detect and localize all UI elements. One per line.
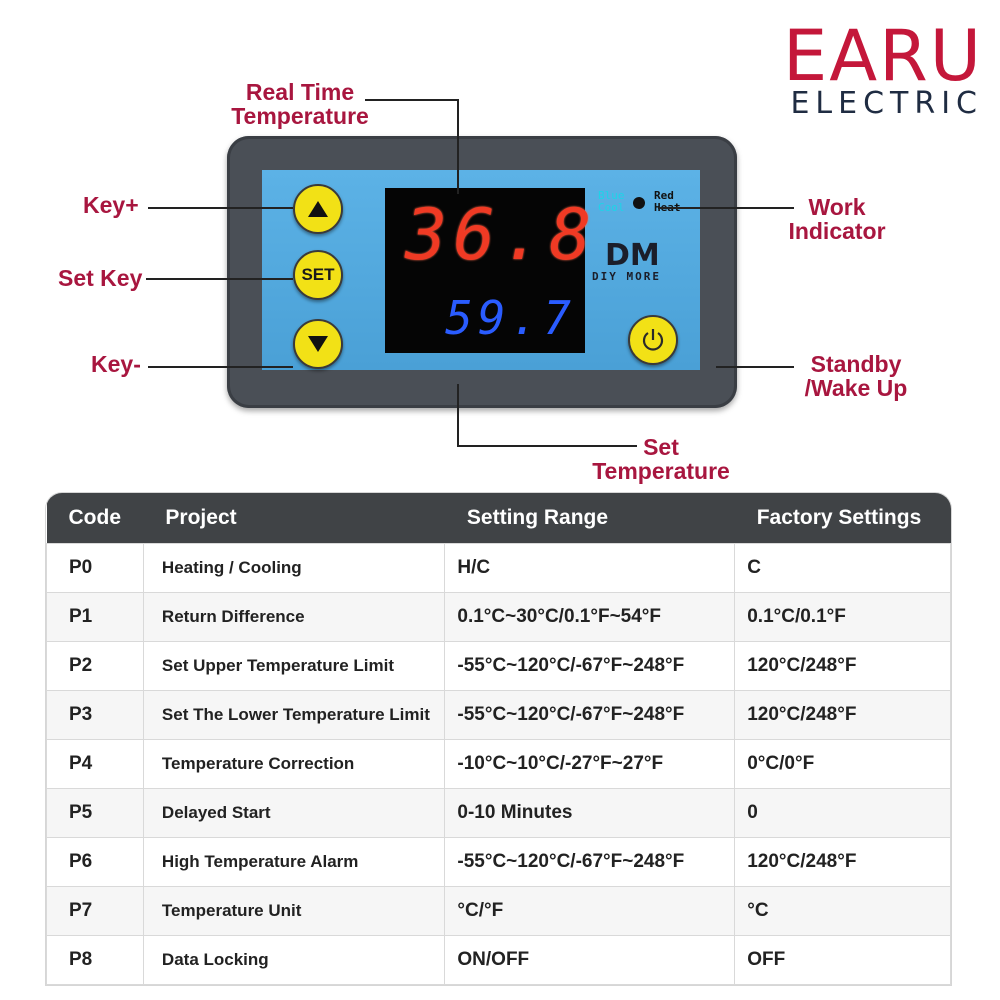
- cell-setting-range: -55°C~120°C/-67°F~248°F: [444, 837, 736, 887]
- cell-setting-range: 0-10 Minutes: [444, 788, 736, 838]
- diymore-logo: DM: [605, 238, 660, 273]
- cell-factory-setting: °C: [734, 886, 951, 936]
- cell-setting-range: ON/OFF: [444, 935, 736, 985]
- cell-project: High Temperature Alarm: [142, 837, 446, 887]
- cell-project: Data Locking: [142, 935, 446, 985]
- cell-setting-range: -55°C~120°C/-67°F~248°F: [444, 690, 736, 740]
- cell-project: Delayed Start: [142, 788, 446, 838]
- cell-factory-setting: 0°C/0°F: [734, 739, 951, 789]
- callout-line-set-temp-vertical: [457, 384, 459, 446]
- label-set-key: Set Key: [58, 265, 143, 291]
- label-standby-wake-up: Standby/Wake Up: [804, 351, 908, 401]
- triangle-down-icon: [308, 336, 328, 352]
- cell-factory-setting: 120°C/248°F: [734, 837, 951, 887]
- callout-line-real-time: [365, 99, 458, 101]
- callout-line-set-key: [146, 278, 293, 280]
- cell-project: Temperature Correction: [142, 739, 446, 789]
- cell-project: Heating / Cooling: [142, 543, 446, 593]
- cell-project: Set The Lower Temperature Limit: [142, 690, 446, 740]
- set-button-label: SET: [301, 265, 335, 284]
- cell-code: P7: [46, 886, 144, 936]
- cell-project: Set Upper Temperature Limit: [142, 641, 446, 691]
- cell-code: P5: [46, 788, 144, 838]
- cell-factory-setting: 120°C/248°F: [734, 641, 951, 691]
- real-time-temperature-reading: 36.8: [405, 194, 598, 276]
- callout-line-real-time-vertical: [457, 99, 459, 194]
- cell-code: P4: [46, 739, 144, 789]
- diymore-brand-text: DIY MORE: [592, 270, 661, 283]
- cell-code: P8: [46, 935, 144, 985]
- callout-line-set-temp: [457, 445, 637, 447]
- cell-setting-range: -55°C~120°C/-67°F~248°F: [444, 641, 736, 691]
- label-key-plus: Key+: [83, 192, 139, 218]
- cell-code: P1: [46, 592, 144, 642]
- power-icon: [642, 329, 664, 351]
- key-minus-button[interactable]: [293, 319, 343, 369]
- cell-setting-range: -10°C~10°C/-27°F~27°F: [444, 739, 736, 789]
- label-key-minus: Key-: [91, 351, 141, 377]
- cell-factory-setting: OFF: [734, 935, 951, 985]
- table-header-row: Code Project Setting Range Factory Setti…: [46, 493, 951, 544]
- key-plus-button[interactable]: [293, 184, 343, 234]
- cell-factory-setting: 0.1°C/0.1°F: [734, 592, 951, 642]
- cell-setting-range: H/C: [444, 543, 736, 593]
- callout-line-work-indicator: [658, 207, 794, 209]
- cell-factory-setting: 120°C/248°F: [734, 690, 951, 740]
- work-indicator-led-icon: [633, 197, 645, 209]
- standby-button[interactable]: [628, 315, 678, 365]
- cell-code: P2: [46, 641, 144, 691]
- led-display: [385, 188, 585, 353]
- callout-line-standby: [716, 366, 794, 368]
- cell-project: Return Difference: [142, 592, 446, 642]
- cell-code: P0: [46, 543, 144, 593]
- header-project: Project: [143, 493, 445, 544]
- callout-line-key-minus: [148, 366, 293, 368]
- triangle-up-icon: [308, 201, 328, 217]
- cell-factory-setting: 0: [734, 788, 951, 838]
- cell-code: P6: [46, 837, 144, 887]
- parameter-table: Code Project Setting Range Factory Setti…: [46, 493, 951, 985]
- set-key-button[interactable]: SET: [293, 250, 343, 300]
- callout-line-key-plus: [148, 207, 293, 209]
- cell-code: P3: [46, 690, 144, 740]
- cell-factory-setting: C: [734, 543, 951, 593]
- cell-project: Temperature Unit: [142, 886, 446, 936]
- header-code: Code: [46, 493, 144, 544]
- header-setting-range: Setting Range: [444, 493, 735, 544]
- set-temperature-reading: 59.7: [445, 291, 576, 345]
- cell-setting-range: °C/°F: [444, 886, 736, 936]
- brand-logo-subtitle: ELECTRIC: [790, 86, 983, 121]
- header-factory-settings: Factory Settings: [734, 493, 951, 544]
- cell-setting-range: 0.1°C~30°C/0.1°F~54°F: [444, 592, 736, 642]
- brand-logo: EARU: [783, 15, 983, 97]
